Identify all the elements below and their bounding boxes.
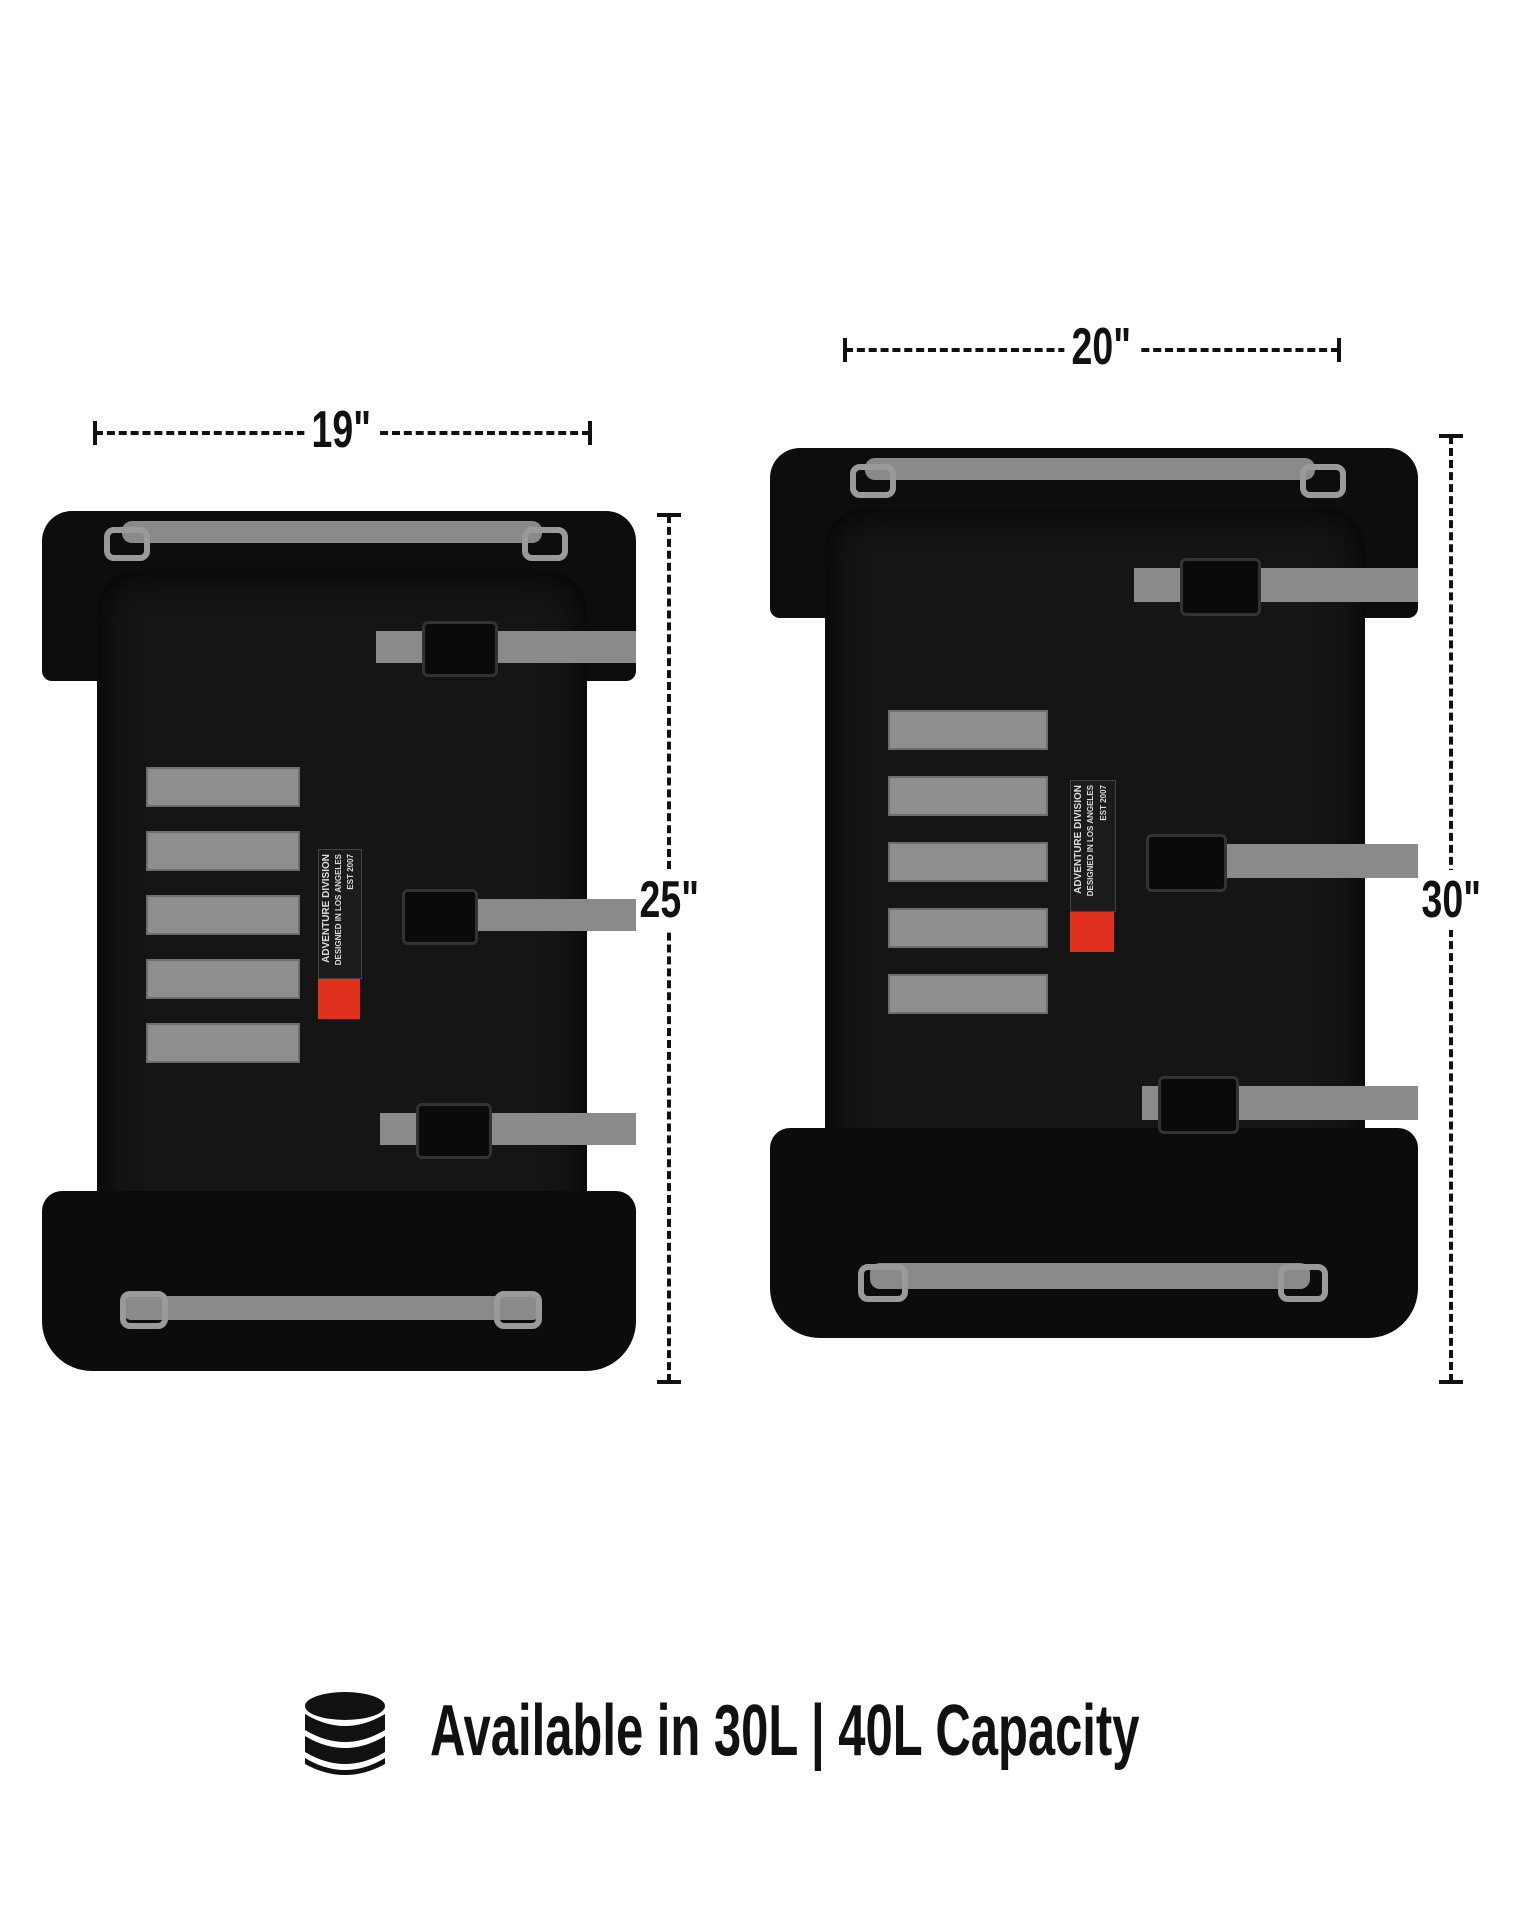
patch-est-text: EST 2007 [1099,785,1108,821]
database-stack-icon [305,1692,385,1775]
brand-patch: ADVENTURE DIVISION DESIGNED IN LOS ANGEL… [318,849,362,979]
viking-bags-logo [318,979,360,1019]
patch-est-text: EST 2007 [346,854,355,890]
viking-bags-logo [1070,912,1114,952]
capacity-footer: Available in 30L | 40L Capacity [0,1680,1515,1780]
backpack-small: ADVENTURE DIVISION DESIGNED IN LOS ANGEL… [42,491,636,1388]
capacity-text: Available in 30L | 40L Capacity [430,1691,1140,1771]
backpack-large: ADVENTURE DIVISION DESIGNED IN LOS ANGEL… [770,418,1418,1351]
patch-origin-text: DESIGNED IN LOS ANGELES [1086,785,1095,897]
width-label-small: 19" [304,400,379,460]
patch-brand-text: ADVENTURE DIVISION [321,854,332,963]
patch-origin-text: DESIGNED IN LOS ANGELES [334,854,343,966]
height-label-large: 30" [1414,870,1489,930]
height-label-small: 25" [632,870,707,930]
patch-brand-text: ADVENTURE DIVISION [1073,785,1084,894]
width-label-large: 20" [1064,317,1139,377]
brand-patch: ADVENTURE DIVISION DESIGNED IN LOS ANGEL… [1070,780,1116,912]
